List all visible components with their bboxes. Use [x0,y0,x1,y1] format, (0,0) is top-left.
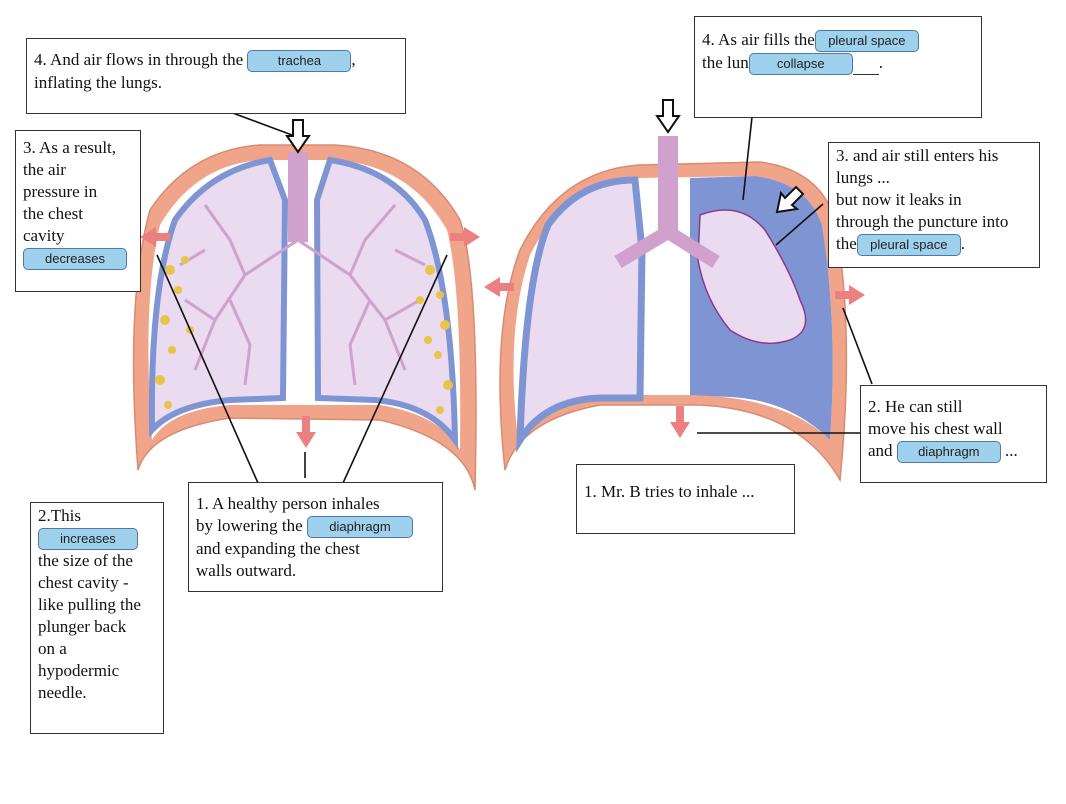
healthy-air-in-arrow [285,119,311,154]
label-healthy-inhales: 1. A healthy person inhales by lowering … [188,482,443,592]
label-text: the size of the [38,551,133,571]
answer-chip-diaphragm-mrb[interactable]: diaphragm [896,441,1001,464]
label-text: 3. As a result, [23,138,117,157]
label-text: needle. [38,683,87,703]
label-text: inflating the lungs. [34,73,162,93]
label-text: . [960,234,966,253]
collapsed-right-lung [697,209,807,345]
label-text: through the puncture into [836,212,1009,231]
label-text: the lun [702,53,749,73]
label-text: hypodermic [38,661,120,681]
label-text: 1. Mr. B tries to inhale ... [584,482,755,501]
punctured-bronchi [614,225,720,269]
puncture-leak-arrow [775,185,805,214]
label-text: lungs ... [836,168,890,187]
answer-chip-decreases[interactable]: decreases [23,248,127,271]
label-text: ... [1005,441,1018,460]
label-text: walls outward. [196,561,297,581]
label-text: the [836,234,857,253]
label-text: 3. and air still enters his [836,146,999,165]
answer-chip-collapse[interactable]: collapse [748,53,853,76]
label-text: 2.This [38,506,81,525]
label-air-pressure: 3. As a result, the air pressure in the … [15,130,141,292]
alveoli-clusters [155,256,453,414]
answer-chip-trachea[interactable]: trachea [247,50,352,73]
answer-chip-pleural-space-top[interactable]: pleural space [814,30,919,53]
label-mr-b-inhale: 1. Mr. B tries to inhale ... [576,464,795,534]
label-text: 2. He can still [868,397,963,416]
label-text: 4. As air fills the [702,30,815,49]
label-text: 4. And air flows in through the [34,50,244,69]
label-text: by lowering the [196,516,303,535]
label-text: like pulling the [38,595,141,615]
label-text: and [868,441,893,460]
label-increases-size: 2.This increases the size of the chest c… [30,502,164,734]
label-text: pressure in [23,182,98,201]
label-air-leaks: 3. and air still enters his lungs ... bu… [828,142,1040,268]
label-air-flows-in: 4. And air flows in through the trachea,… [26,38,406,114]
left-lung-left [148,156,289,438]
answer-chip-increases[interactable]: increases [38,528,138,551]
label-text: 1. A healthy person inhales [196,494,380,513]
healthy-chest [132,119,480,491]
label-text: , [351,50,356,69]
punctured-chest [484,99,865,483]
healthy-outward-arrows [140,227,480,448]
punctured-trachea [658,136,678,236]
answer-chip-diaphragm-healthy[interactable]: diaphragm [306,516,413,539]
label-text: cavity [23,226,65,245]
label-text: the air [23,160,66,179]
punctured-outward-arrows [484,277,865,438]
label-text: . [878,53,883,73]
label-text: on a [38,639,67,659]
label-text: the chest [23,204,83,223]
label-text: chest cavity - [38,573,129,593]
label-text: move his chest wall [868,419,1003,438]
label-text: plunger back [38,617,127,637]
healthy-bronchi [179,204,426,386]
punctured-air-in-arrow [655,99,681,134]
label-move-chest-wall: 2. He can still move his chest wall and … [860,385,1047,483]
leader-lines [156,111,873,484]
collapsed-left-lung [516,176,646,453]
label-text: and expanding the chest [196,539,360,559]
answer-chip-pleural-space-side[interactable]: pleural space [856,234,961,257]
healthy-trachea [288,152,308,242]
label-text: but now it leaks in [836,190,962,209]
